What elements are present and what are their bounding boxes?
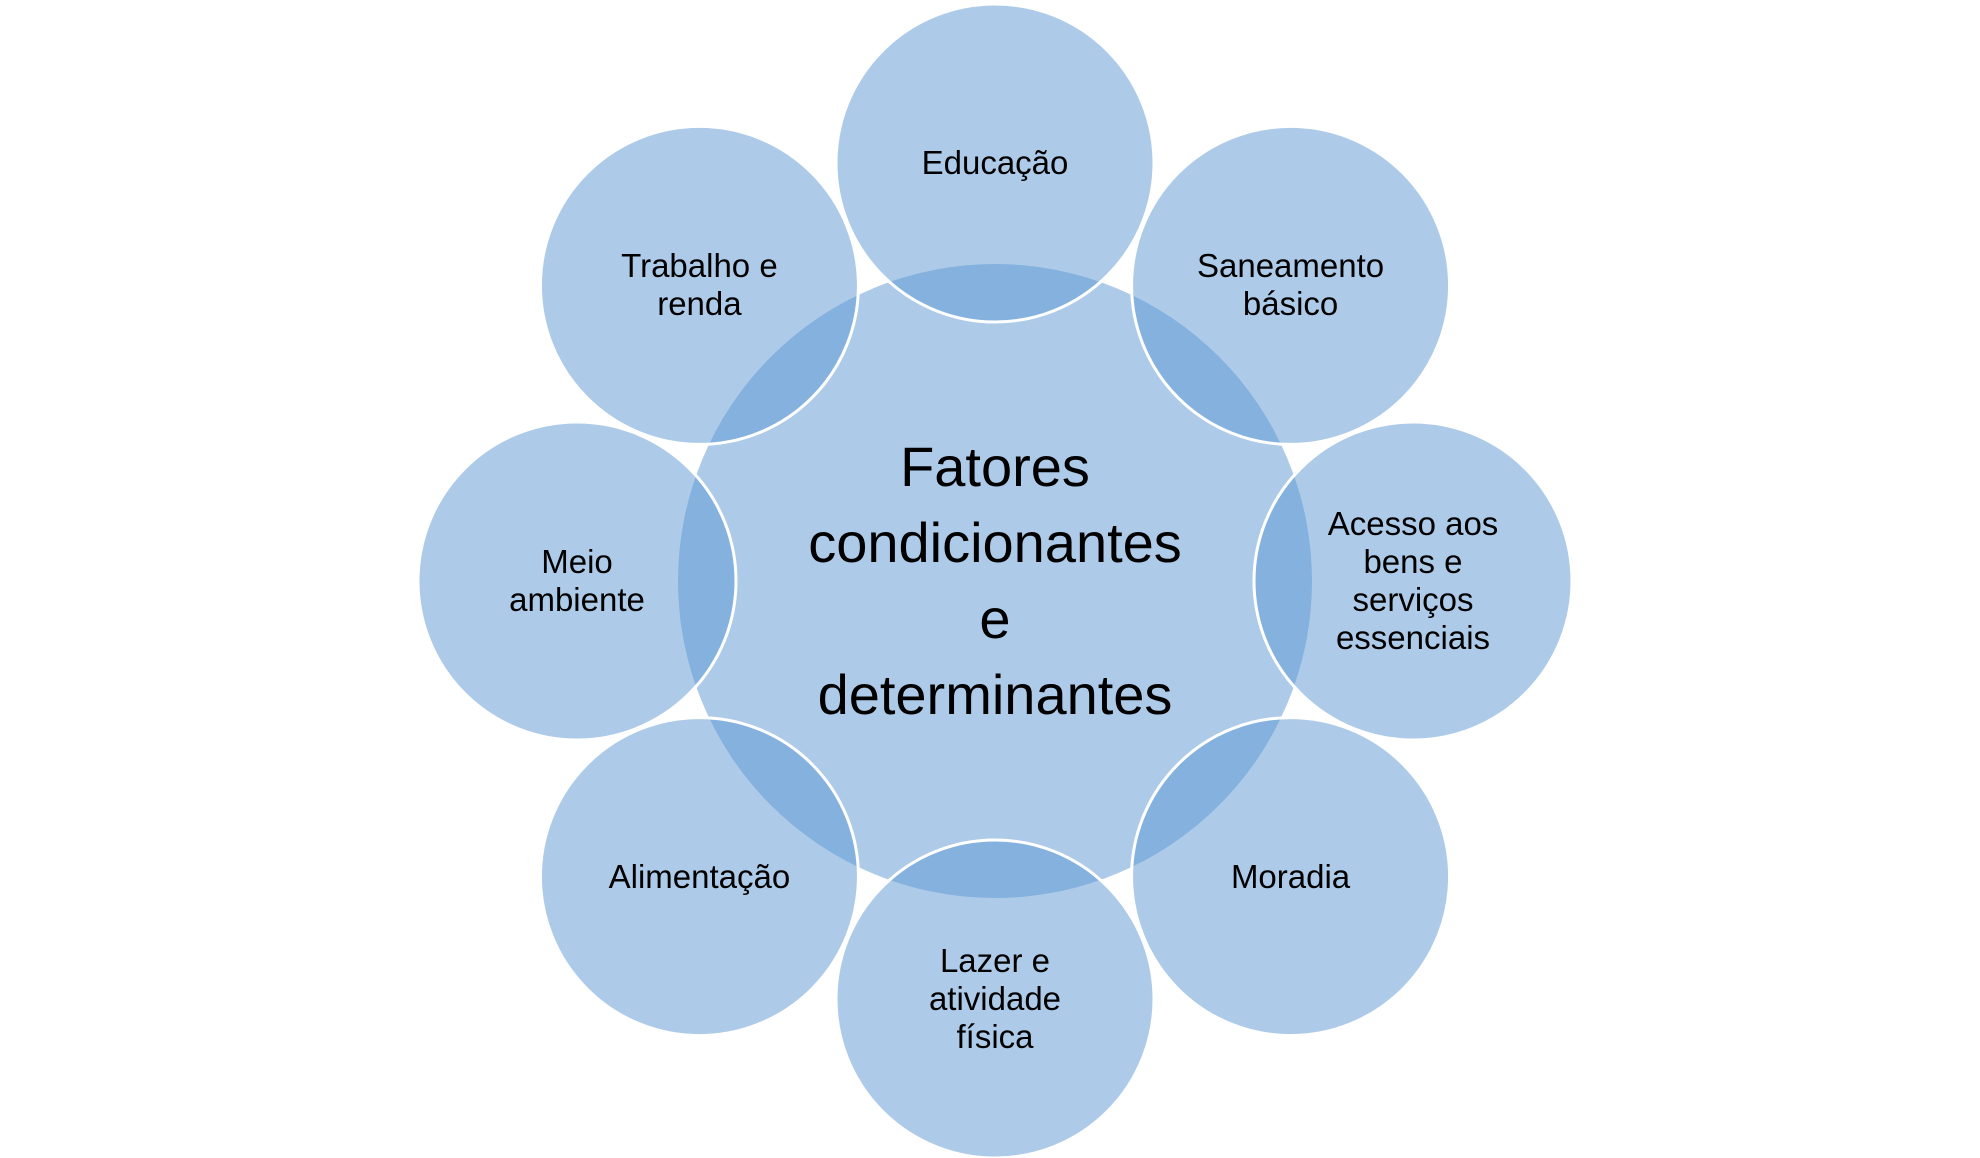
center-label-line: condicionantes: [808, 511, 1182, 574]
node-circle-acesso-bens-servicos: [1252, 420, 1574, 742]
node-label-line: atividade: [928, 980, 1062, 1017]
node-label-line: essenciais: [1335, 619, 1491, 656]
node-label-line: Acesso aos: [1327, 505, 1499, 542]
node-circle-educacao: [834, 2, 1156, 324]
node-circle-lazer-atividade-fisica: [834, 838, 1156, 1158]
node-label-line: Trabalho e: [621, 247, 778, 285]
center-label-line: determinantes: [817, 663, 1173, 726]
node-label-line: Meio: [541, 543, 613, 580]
node-label-line: ambiente: [509, 581, 645, 618]
node-circle-moradia: [1130, 716, 1452, 1038]
center-label-line: e: [979, 587, 1011, 650]
node-label-line: bens e: [1363, 543, 1463, 580]
center-label-line: Fatores: [900, 435, 1090, 498]
node-label-educacao: Educação: [865, 144, 1125, 182]
node-label-line: Lazer e: [939, 942, 1051, 979]
node-label-line: Moradia: [1230, 857, 1351, 895]
node-label-line: serviços: [1352, 581, 1474, 618]
node-label-line: Alimentação: [608, 857, 791, 895]
node-label-moradia: Moradia: [1161, 858, 1421, 896]
node-label-alimentacao: Alimentação: [569, 858, 829, 896]
node-circle-meio-ambiente: [416, 420, 738, 742]
node-circle-saneamento-basico: [1130, 124, 1452, 446]
node-label-line: Educação: [921, 144, 1069, 181]
center-label: Fatores condicionantes e determinantes: [735, 429, 1255, 733]
node-label-line: Saneamento: [1196, 247, 1385, 285]
node-label-line: renda: [657, 285, 742, 323]
node-label-line: básico: [1242, 285, 1339, 323]
node-circle-trabalho-renda: [538, 124, 860, 446]
node-label-line: física: [956, 1018, 1034, 1055]
node-circle-alimentacao: [538, 716, 860, 1038]
center-circle: [678, 264, 1312, 898]
